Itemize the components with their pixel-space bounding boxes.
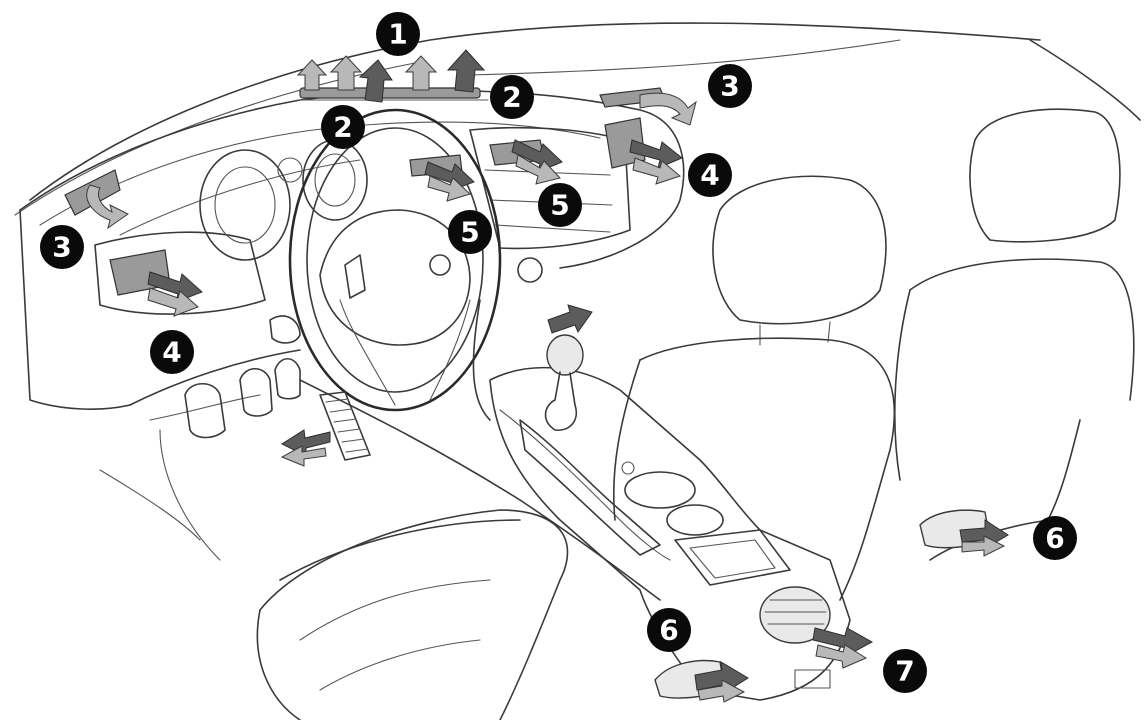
callout-2-dash-left: 2	[321, 105, 365, 149]
callout-2-dash-center: 2	[490, 75, 534, 119]
svg-text:5: 5	[550, 189, 569, 222]
svg-text:5: 5	[460, 216, 479, 249]
svg-text:2: 2	[502, 81, 521, 114]
windshield-outline	[14, 22, 1141, 216]
svg-text:7: 7	[895, 655, 914, 688]
svg-text:1: 1	[388, 18, 407, 51]
steering-wheel	[269, 108, 502, 412]
callout-5-center-right: 5	[538, 183, 582, 227]
pedals	[184, 357, 301, 439]
svg-text:3: 3	[720, 70, 739, 103]
callout-5-center-left: 5	[448, 210, 492, 254]
rear-seat	[893, 108, 1135, 526]
svg-text:4: 4	[700, 159, 719, 192]
svg-text:2: 2	[333, 111, 352, 144]
callout-3-side-right: 3	[708, 64, 752, 108]
floor-tunnel	[99, 299, 661, 601]
callout-6-rear-right: 6	[1033, 516, 1077, 560]
svg-text:4: 4	[162, 336, 181, 369]
airflow-arrows	[86, 49, 1009, 703]
driver-seat	[256, 509, 569, 720]
center-console	[489, 334, 851, 701]
svg-text:6: 6	[1045, 522, 1064, 555]
callout-4-vent-right: 4	[688, 153, 732, 197]
svg-text:6: 6	[659, 614, 678, 647]
callout-6-rear-left: 6	[647, 608, 691, 652]
floor-grille	[319, 391, 371, 461]
callout-1-windshield: 1	[376, 12, 420, 56]
callout-7-console-rear: 7	[883, 649, 927, 693]
svg-text:3: 3	[52, 231, 71, 264]
callout-4-vent-left: 4	[150, 330, 194, 374]
callout-3-side-left: 3	[40, 225, 84, 269]
